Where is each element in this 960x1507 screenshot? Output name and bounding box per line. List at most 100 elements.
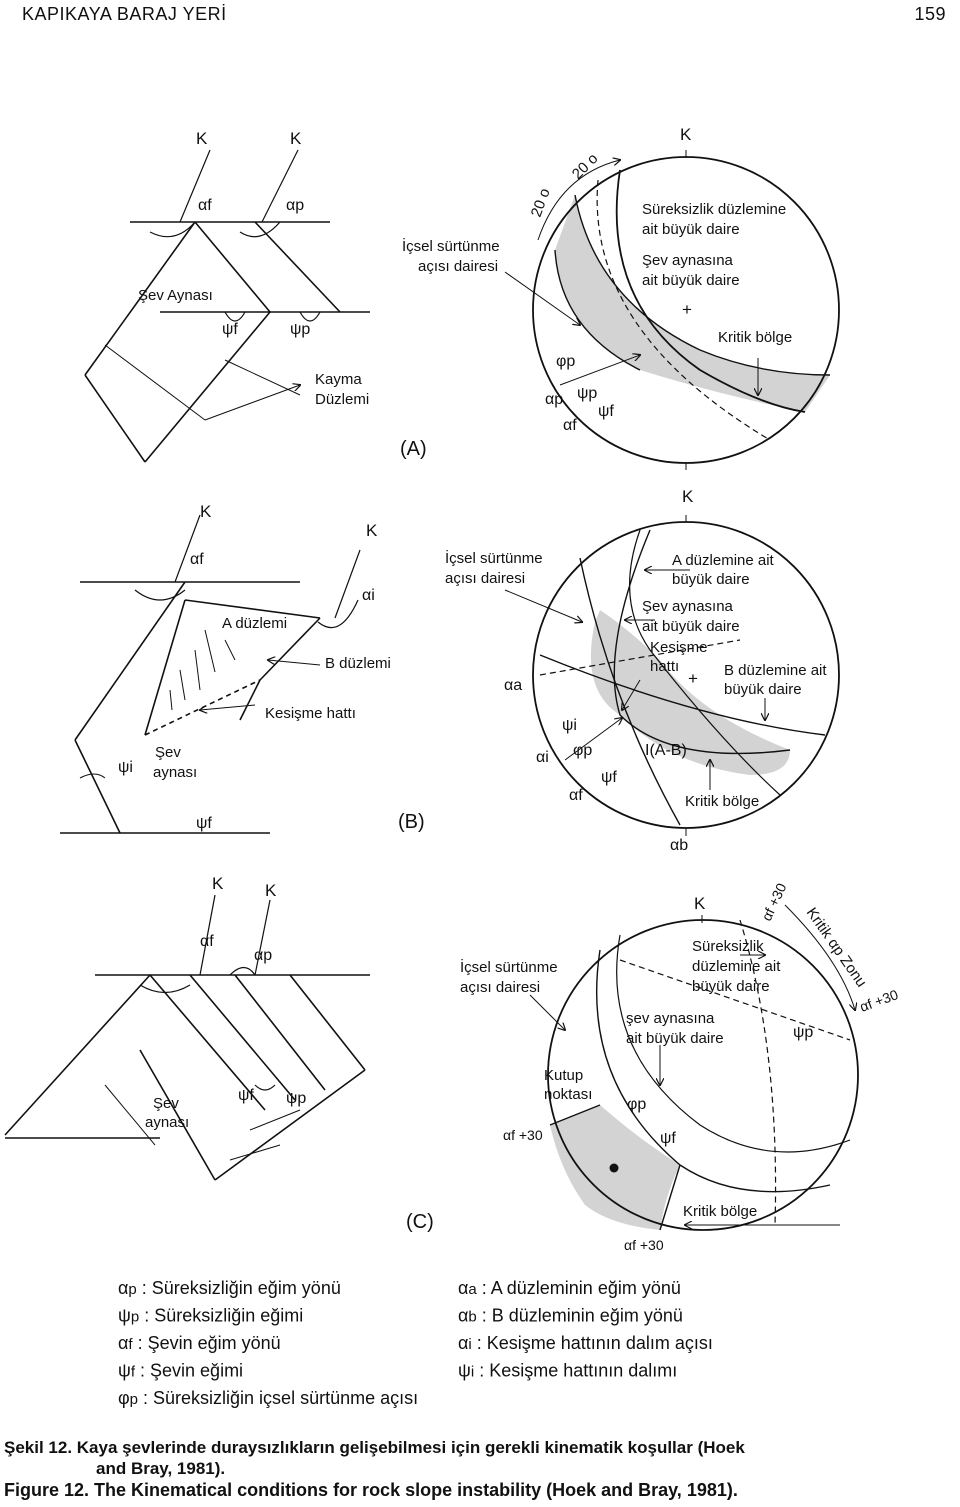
panel-c-stereonet — [529, 904, 859, 1231]
north-label-a1: K — [196, 129, 208, 148]
alpha-i-label-b: αi — [362, 587, 375, 604]
legend: αp : Süreksizliğin eğim yönü ψp : Süreksi… — [118, 1278, 713, 1408]
legend-right-row: αa : A düzleminin eğim yönü — [458, 1278, 681, 1298]
critical-zone-label-b: Kritik bölge — [685, 793, 759, 810]
i-ab-label: I(A-B) — [645, 742, 687, 759]
north-label-b2: K — [366, 521, 378, 540]
legend-left-row: ψf : Şevin eğimi — [118, 1361, 243, 1381]
alpha-i-stereo-b: αi — [536, 749, 549, 766]
pole-label-c: Kutup — [544, 1067, 583, 1084]
phi-p-stereo-c: φp — [627, 1096, 646, 1113]
legend-left-row: αp : Süreksizliğin eğim yönü — [118, 1278, 341, 1298]
psi-p-label-a: ψp — [290, 321, 310, 338]
plane-a-label: A düzlemi — [222, 615, 287, 632]
alpha-p-label-c: αp — [254, 947, 272, 964]
slope-face-label-a: Şev Aynası — [138, 287, 213, 304]
gc-b-label-2: büyük daire — [724, 681, 802, 698]
legend-left-row: ψp : Süreksizliğin eğimi — [118, 1306, 303, 1326]
alpha-f-label-b: αf — [190, 551, 204, 568]
deg-20-label-1: 20 o — [528, 186, 554, 219]
panel-b-block-diagram — [60, 514, 361, 834]
alpha-f-stereo-b: αf — [569, 787, 583, 804]
slope-label-b: Şev — [155, 744, 181, 761]
panel-b-tag: (B) — [398, 811, 425, 833]
critical-zone-label-c: Kritik bölge — [683, 1203, 757, 1220]
north-label-b3: K — [682, 487, 694, 506]
slope-label-b-2: aynası — [153, 764, 197, 781]
gc-face-label-b-2: ait büyük daire — [642, 618, 740, 635]
psi-f-label-a: ψf — [222, 321, 238, 338]
line-label-b: Kesişme — [650, 639, 708, 656]
friction-circle-label-c-2: açısı dairesi — [460, 979, 540, 996]
intersection-label-b: Kesişme hattı — [265, 705, 356, 722]
alpha-f-plus30-top: αf +30 — [758, 880, 789, 923]
gc-disc-label-c-2: düzlemine ait — [692, 958, 781, 975]
pole-label-c-2: noktası — [544, 1086, 592, 1103]
panel-a-stereonet — [504, 150, 840, 470]
gc-disc-label-a: Süreksizlik düzlemine — [642, 201, 786, 218]
caption-english: Figure 12. The Kinematical conditions fo… — [4, 1480, 738, 1500]
friction-circle-label-b: İçsel sürtünme — [445, 549, 543, 567]
legend-right-row: αi : Kesişme hattının dalım açısı — [458, 1333, 713, 1353]
north-label-b1: K — [200, 502, 212, 521]
caption-turkish-cont: and Bray, 1981). — [96, 1459, 226, 1478]
panel-a-block-diagram — [84, 149, 370, 463]
deg-20-label-2: 20 o — [569, 150, 602, 183]
gc-b-label: B düzlemine ait — [724, 662, 827, 679]
psi-f-stereo-c: ψf — [660, 1130, 676, 1147]
slope-label-c-2: aynası — [145, 1114, 189, 1131]
psi-i-stereo-b: ψi — [562, 717, 577, 734]
alpha-p-label-a: αp — [286, 197, 304, 214]
gc-a-label-2: büyük daire — [672, 571, 750, 588]
gc-disc-label-a-2: ait büyük daire — [642, 221, 740, 238]
legend-right-row: ψi : Kesişme hattının dalımı — [458, 1361, 677, 1381]
psi-p-stereo-a: ψp — [577, 385, 597, 402]
phi-p-label-a: φp — [556, 353, 575, 370]
alpha-f-plus30-left: αf +30 — [503, 1127, 543, 1143]
north-label-a3: K — [680, 125, 692, 144]
gc-disc-label-c-3: büyük daire — [692, 978, 770, 995]
critical-zone-a — [555, 195, 830, 412]
panel-b-stereonet — [504, 515, 840, 836]
gc-disc-label-c: Süreksizlik — [692, 938, 764, 955]
psi-f-label-c: ψf — [238, 1087, 254, 1104]
panel-c-tag: (C) — [406, 1211, 434, 1233]
critical-zone-label-c-rot: Kritik αp Zonu — [803, 905, 870, 991]
page-number: 159 — [914, 4, 946, 24]
friction-circle-label-a: İçsel sürtünme — [402, 237, 500, 255]
alpha-a-label-b: αa — [504, 677, 522, 694]
gc-face-label-a-2: ait büyük daire — [642, 272, 740, 289]
psi-f-stereo-a: ψf — [598, 403, 614, 420]
alpha-f-stereo-a: αf — [563, 417, 577, 434]
psi-p-label-c: ψp — [286, 1090, 306, 1107]
alpha-b-label-b: αb — [670, 837, 688, 854]
legend-left-row: αf : Şevin eğim yönü — [118, 1333, 281, 1353]
gc-a-label: A düzlemine ait — [672, 552, 775, 569]
psi-f-stereo-b: ψf — [601, 769, 617, 786]
critical-zone-b — [590, 610, 790, 775]
legend-right-row: αb : B düzleminin eğim yönü — [458, 1306, 683, 1326]
slide-plane-label-2: Düzlemi — [315, 391, 369, 408]
alpha-p-stereo-a: αp — [545, 391, 563, 408]
caption-turkish: Şekil 12. Kaya şevlerinde duraysızlıklar… — [4, 1438, 745, 1457]
legend-left-row: φp : Süreksizliğin içsel sürtünme açısı — [118, 1388, 418, 1408]
alpha-f-plus30-bottom: αf +30 — [624, 1237, 664, 1253]
friction-circle-label-a-2: açısı dairesi — [418, 258, 498, 275]
friction-circle-label-c: İçsel sürtünme — [460, 958, 558, 976]
alpha-f-label-c: αf — [200, 933, 214, 950]
gc-face-label-c-2: ait büyük daire — [626, 1030, 724, 1047]
alpha-f-plus30-right: αf +30 — [858, 986, 901, 1015]
critical-zone-label-a: Kritik bölge — [718, 329, 792, 346]
phi-p-stereo-b: φp — [573, 742, 592, 759]
panel-a-tag: (A) — [400, 438, 427, 460]
panel-c-block-diagram — [4, 894, 370, 1181]
gc-face-label-b: Şev aynasına — [642, 598, 734, 615]
gc-face-label-a: Şev aynasına — [642, 252, 734, 269]
plane-b-label: B düzlemi — [325, 655, 391, 672]
gc-face-label-c: şev aynasına — [626, 1010, 715, 1027]
slope-label-c: Şev — [153, 1095, 179, 1112]
slide-plane-label: Kayma — [315, 371, 362, 388]
north-label-a2: K — [290, 129, 302, 148]
center-plus-a: + — [682, 300, 692, 319]
